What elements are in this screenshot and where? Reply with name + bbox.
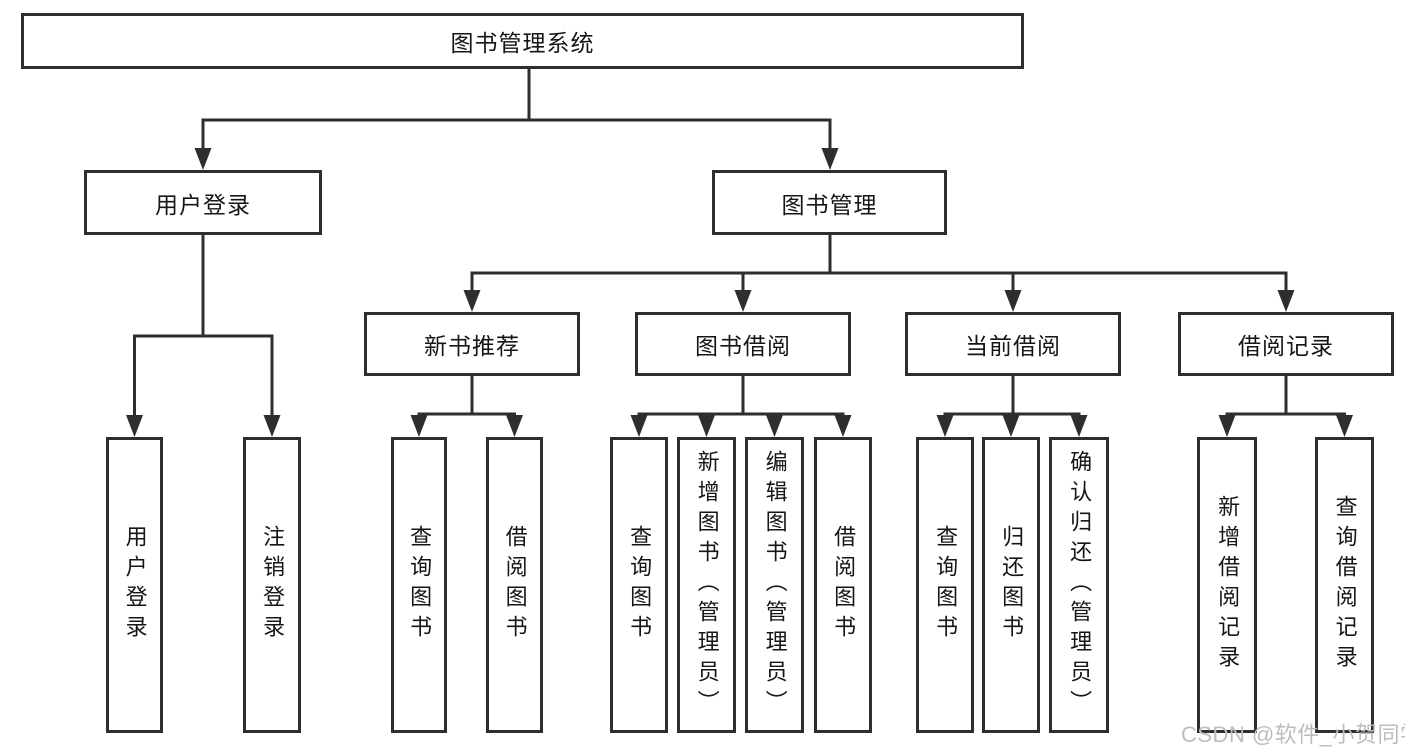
arrowhead — [410, 415, 428, 437]
node-label: 确认归还（管理员） — [1067, 450, 1093, 720]
leaf-query-books-2: 查询图书 — [610, 437, 668, 733]
arrowhead — [1218, 415, 1236, 437]
leaf-query-borrow-record: 查询借阅记录 — [1315, 437, 1374, 733]
leaf-query-books-3: 查询图书 — [916, 437, 974, 733]
arrowhead — [936, 415, 954, 437]
leaf-query-books-1: 查询图书 — [391, 437, 447, 733]
node-label: 图书管理 — [781, 191, 878, 218]
arrowhead — [1002, 415, 1020, 437]
arrowhead — [263, 415, 281, 437]
watermark: CSDN @软件_小贺同学 — [1181, 722, 1405, 747]
arrowhead — [698, 415, 715, 437]
node-borrow-records: 借阅记录 — [1178, 312, 1394, 376]
node-label: 新书推荐 — [424, 333, 520, 359]
leaf-borrow-books-1: 借阅图书 — [486, 437, 543, 733]
node-label: 当前借阅 — [965, 333, 1061, 359]
arrowhead — [194, 148, 212, 170]
arrowhead — [463, 290, 481, 312]
node-label: 用户登录 — [122, 525, 148, 645]
node-new-books: 新书推荐 — [364, 312, 580, 376]
arrowhead — [126, 415, 143, 437]
arrowhead — [766, 415, 783, 437]
leaf-edit-book-admin: 编辑图书（管理员） — [745, 437, 804, 733]
leaf-borrow-books-2: 借阅图书 — [814, 437, 872, 733]
arrowhead — [1004, 290, 1022, 312]
node-book-borrow: 图书借阅 — [635, 312, 851, 376]
node-book-mgmt: 图书管理 — [712, 170, 947, 235]
node-label: 归还图书 — [999, 525, 1025, 645]
node-label: 查询借阅记录 — [1332, 495, 1358, 675]
node-label: 新增借阅记录 — [1215, 495, 1241, 675]
connector-user-login-to-children — [133, 235, 274, 419]
node-label: 查询图书 — [627, 525, 653, 645]
arrowheads — [126, 148, 1353, 437]
leaf-logout: 注销登录 — [243, 437, 301, 733]
arrowhead — [1070, 415, 1088, 437]
node-label: 用户登录 — [155, 191, 251, 218]
arrowhead — [834, 415, 852, 437]
leaf-confirm-return-admin: 确认归还（管理员） — [1049, 437, 1109, 733]
arrowhead — [734, 290, 752, 312]
leaf-user-login: 用户登录 — [106, 437, 163, 733]
connector-book-mgmt-to-level3 — [470, 235, 1288, 294]
leaf-add-book-admin: 新增图书（管理员） — [677, 437, 736, 733]
node-label: 图书管理系统 — [450, 30, 595, 56]
arrowhead — [1277, 290, 1295, 312]
connector-root-to-level2 — [201, 69, 832, 152]
node-label: 查询图书 — [407, 525, 433, 645]
arrowhead — [1336, 415, 1353, 437]
connector-level3-to-leaves — [417, 376, 1346, 416]
node-user-login: 用户登录 — [84, 170, 322, 235]
leaf-add-borrow-record: 新增借阅记录 — [1197, 437, 1257, 733]
node-label: 借阅图书 — [502, 525, 528, 645]
leaf-return-books: 归还图书 — [982, 437, 1040, 733]
node-label: 借阅记录 — [1238, 333, 1334, 359]
arrowhead — [506, 415, 523, 437]
node-label: 注销登录 — [260, 525, 286, 645]
arrowhead — [821, 148, 839, 170]
node-label: 借阅图书 — [831, 525, 857, 645]
node-root: 图书管理系统 — [21, 13, 1024, 69]
node-label: 查询图书 — [933, 525, 959, 645]
node-label: 编辑图书（管理员） — [762, 450, 788, 720]
arrowhead — [630, 415, 648, 437]
node-label: 新增图书（管理员） — [694, 450, 720, 720]
node-current-borrow: 当前借阅 — [905, 312, 1121, 376]
node-label: 图书借阅 — [695, 333, 791, 359]
